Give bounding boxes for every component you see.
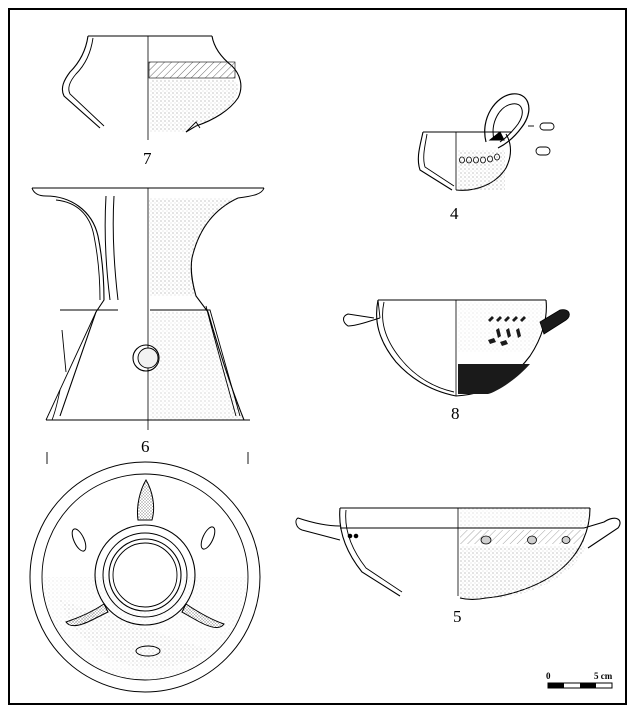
scale-start-label: 0 — [546, 671, 551, 681]
figure-number-6: 6 — [141, 437, 150, 456]
scale-end-label: 5 cm — [594, 671, 613, 681]
figure-number-5: 5 — [453, 607, 462, 626]
vessel-6-plan-drawing — [29, 461, 261, 693]
vessel-8-drawing — [343, 299, 570, 397]
vessel-4-drawing — [417, 93, 555, 191]
vessel-6-drawing — [31, 187, 265, 464]
plate-frame — [8, 8, 627, 705]
figure-number-7: 7 — [143, 149, 152, 168]
figure-number-8: 8 — [451, 404, 460, 423]
figure-number-4: 4 — [450, 204, 459, 223]
vessel-5-drawing — [295, 507, 621, 601]
scale-bar — [547, 682, 613, 689]
vessel-7-drawing — [61, 35, 242, 140]
